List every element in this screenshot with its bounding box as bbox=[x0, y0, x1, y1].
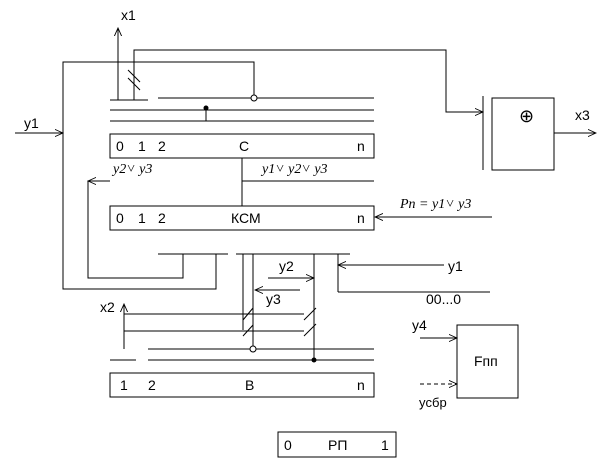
b-last: n bbox=[357, 377, 365, 393]
ksm-name: КСМ bbox=[231, 210, 261, 226]
ksm-bit-0: 0 bbox=[116, 210, 124, 226]
label-x3: x3 bbox=[575, 107, 590, 123]
tick-b-3 bbox=[242, 324, 254, 337]
label-y3: y3 bbox=[266, 291, 281, 307]
label-y1-left: y1 bbox=[24, 115, 39, 131]
label-x1: x1 bbox=[121, 7, 136, 23]
rp-name: РП bbox=[328, 437, 347, 453]
label-zeros: 00...0 bbox=[426, 291, 461, 307]
ksm-bit-2: 2 bbox=[158, 210, 166, 226]
ksm-bit-1: 1 bbox=[138, 210, 146, 226]
label-x2: x2 bbox=[100, 299, 115, 315]
c-bit-2: 2 bbox=[158, 138, 166, 154]
tick-b-2 bbox=[303, 323, 317, 337]
label-ysbr: yсбр bbox=[419, 395, 447, 410]
tick-b-4 bbox=[303, 307, 317, 321]
outer-loop bbox=[62, 61, 255, 290]
rp-last: 1 bbox=[381, 437, 389, 453]
c-name: C bbox=[239, 138, 249, 154]
register-rp bbox=[277, 431, 397, 458]
trigger-label: Fпп bbox=[474, 353, 498, 369]
b-bit-2: 2 bbox=[148, 377, 156, 393]
label-c-in: y1˅ y2˅ y3 bbox=[260, 162, 328, 177]
trigger-block bbox=[456, 324, 519, 399]
tick-c bbox=[127, 69, 141, 83]
junction-dot-top bbox=[203, 105, 209, 111]
register-b bbox=[109, 372, 375, 398]
c-last: n bbox=[357, 138, 365, 154]
feedback-to-adder bbox=[133, 49, 483, 112]
ksm-last: n bbox=[357, 210, 365, 226]
adder-symbol: ⊕ bbox=[519, 106, 534, 126]
label-y4: y4 bbox=[412, 317, 427, 333]
register-c bbox=[109, 133, 375, 159]
rp-first: 0 bbox=[284, 437, 292, 453]
c-bit-0: 0 bbox=[116, 138, 124, 154]
tick-c2 bbox=[127, 77, 141, 91]
tick-b-1 bbox=[242, 307, 254, 321]
adder-block bbox=[491, 97, 555, 171]
junction-dot-bottom bbox=[311, 357, 317, 363]
b-name: В bbox=[245, 377, 254, 393]
label-y1-right: y1 bbox=[448, 258, 463, 274]
label-c-out: y2˅ y3 bbox=[111, 162, 152, 177]
label-pn: Pn = y1˅ y3 bbox=[399, 197, 471, 212]
label-y2: y2 bbox=[279, 258, 294, 274]
register-ksm bbox=[109, 205, 375, 231]
invert-circle-top bbox=[250, 94, 258, 102]
invert-circle-bottom bbox=[249, 345, 257, 353]
b-bit-1: 1 bbox=[120, 377, 128, 393]
c-bit-1: 1 bbox=[138, 138, 146, 154]
